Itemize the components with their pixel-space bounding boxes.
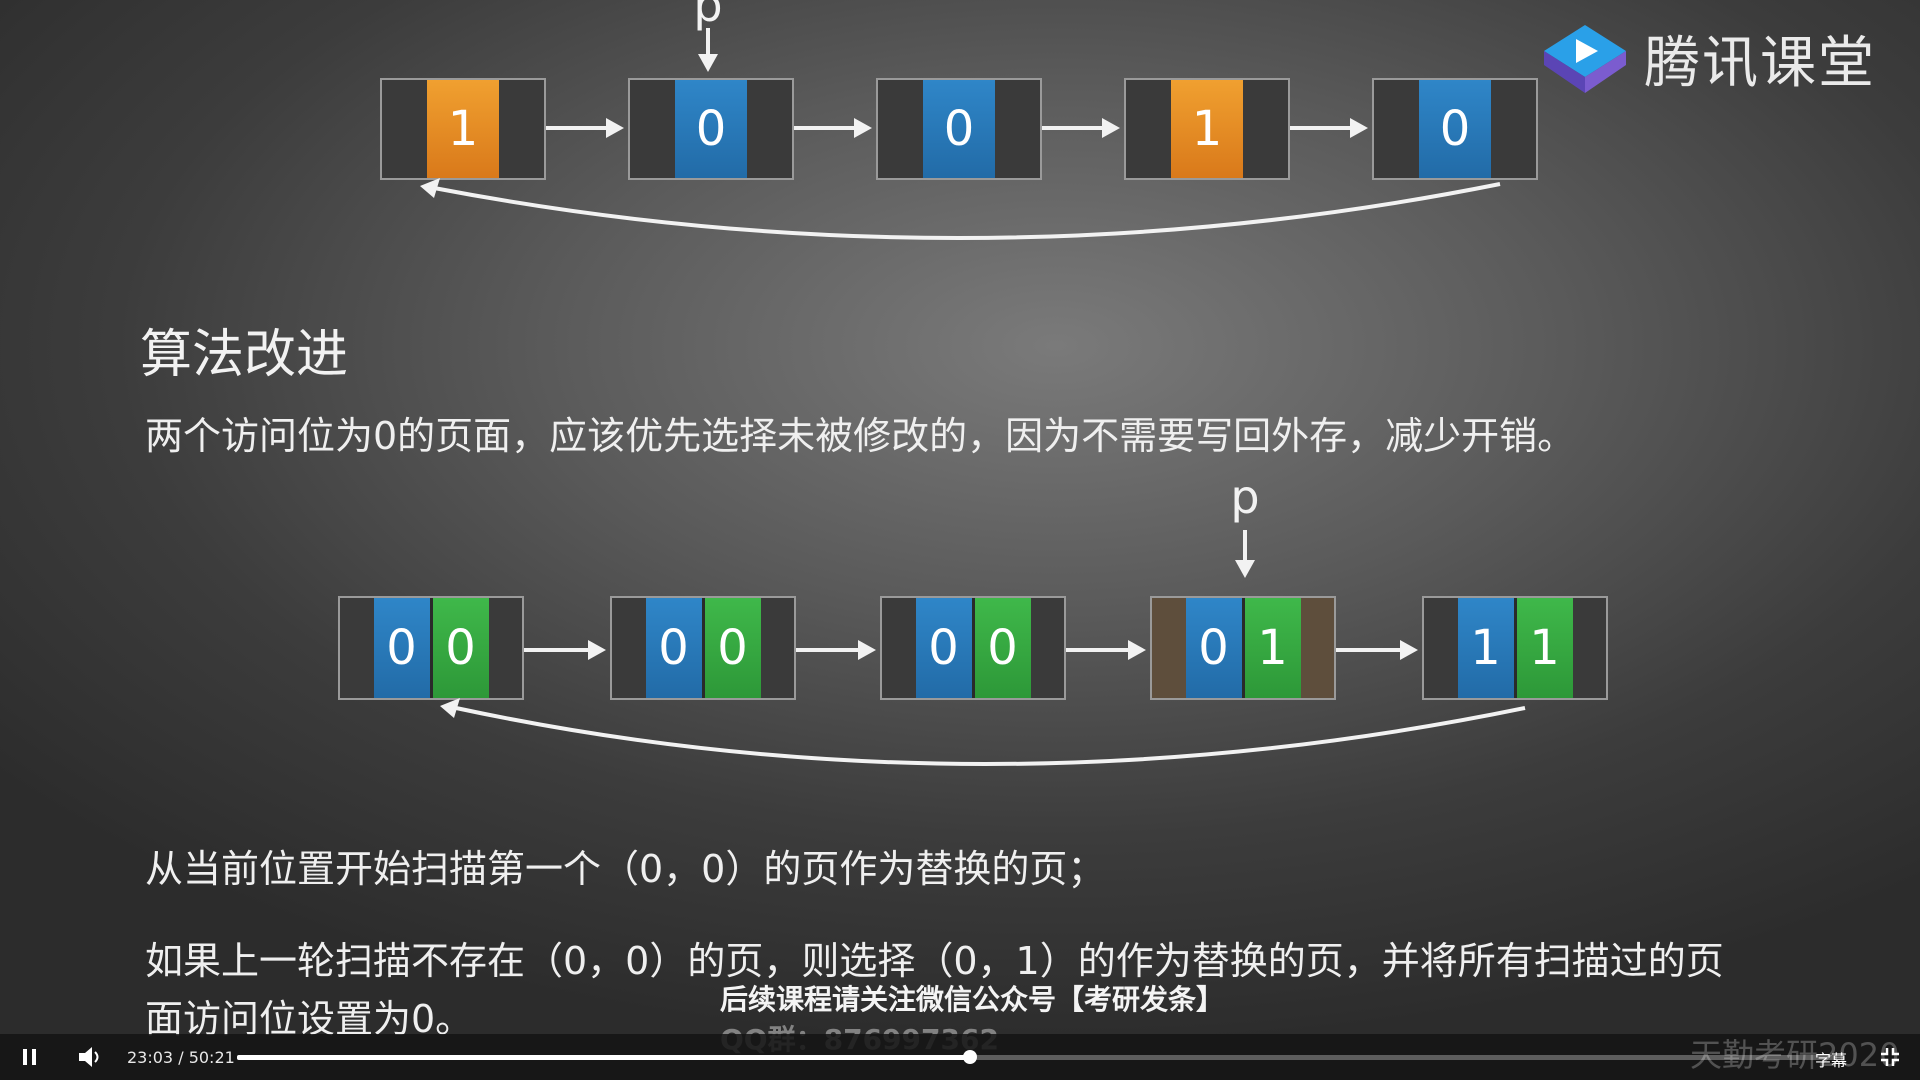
top-pointer-arrow bbox=[706, 28, 710, 58]
page-bit-cell: 1 bbox=[427, 80, 499, 178]
bottom-next-arrow-head bbox=[858, 640, 876, 660]
top-pointer-arrowhead bbox=[698, 54, 718, 72]
top-next-arrow-head bbox=[606, 118, 624, 138]
top-list-node: 0 bbox=[1372, 78, 1538, 180]
top-list-node: 1 bbox=[380, 78, 546, 180]
page-bit-cell: 1 bbox=[1171, 80, 1243, 178]
page-bit-cell: 0 bbox=[1185, 598, 1242, 698]
time-separator: / bbox=[178, 1048, 184, 1067]
bottom-next-arrow-head bbox=[1400, 640, 1418, 660]
top-pointer-label: p bbox=[693, 0, 723, 32]
page-bit-cell: 1 bbox=[1241, 598, 1301, 698]
page-bit-cell: 0 bbox=[373, 598, 430, 698]
bottom-pointer-arrowhead bbox=[1235, 560, 1255, 578]
description-line-3b: 面访问位设置为0。 bbox=[145, 997, 474, 1041]
bottom-next-arrow-head bbox=[1128, 640, 1146, 660]
page-bit-cell: 0 bbox=[1419, 80, 1491, 178]
page-bit-cell: 1 bbox=[1457, 598, 1514, 698]
top-back-link bbox=[433, 182, 1501, 241]
progress-handle[interactable] bbox=[962, 1050, 977, 1064]
bottom-pointer-arrow bbox=[1243, 530, 1247, 564]
bottom-back-link-head bbox=[440, 698, 460, 718]
page-bit-cell: 0 bbox=[923, 80, 995, 178]
page-bit-cell: 0 bbox=[675, 80, 747, 178]
page-bit-cell: 0 bbox=[915, 598, 972, 698]
description-line-2: 从当前位置开始扫描第一个（0，0）的页作为替换的页； bbox=[145, 847, 1106, 891]
page-bit-cell: 0 bbox=[971, 598, 1031, 698]
page-bit-cell: 0 bbox=[701, 598, 761, 698]
top-next-arrow-head bbox=[1102, 118, 1120, 138]
top-list-node: 1 bbox=[1124, 78, 1290, 180]
tencent-classroom-logo: 腾讯课堂 bbox=[1540, 18, 1876, 99]
duration: 50:21 bbox=[188, 1048, 235, 1067]
bottom-pointer-label: p bbox=[1230, 470, 1260, 524]
caption-button[interactable]: 字幕 bbox=[1815, 1051, 1848, 1070]
description-line-3a: 如果上一轮扫描不存在（0，0）的页，则选择（0，1）的作为替换的页，并将所有扫描… bbox=[145, 939, 1724, 983]
bottom-back-link bbox=[455, 706, 1526, 766]
watermark: 天勤考研2020 bbox=[1690, 1036, 1900, 1074]
subtitle-line-1: 后续课程请关注微信公众号【考研发条】 bbox=[720, 983, 1225, 1016]
progress-track[interactable] bbox=[237, 1055, 1837, 1060]
top-back-link-head bbox=[420, 178, 440, 198]
section-heading: 算法改进 bbox=[140, 325, 349, 385]
page-bit-cell: 0 bbox=[645, 598, 702, 698]
description-line-1: 两个访问位为0的页面，应该优先选择未被修改的，因为不需要写回外存，减少开销。 bbox=[145, 414, 1576, 458]
exit-fullscreen-icon[interactable] bbox=[1880, 1047, 1900, 1067]
top-next-arrow-head bbox=[1350, 118, 1368, 138]
volume-icon[interactable] bbox=[77, 1045, 103, 1069]
tencent-classroom-play-icon bbox=[1544, 24, 1626, 93]
pause-icon[interactable] bbox=[20, 1047, 40, 1067]
page-bit-cell: 0 bbox=[429, 598, 489, 698]
page-bit-cell: 1 bbox=[1513, 598, 1573, 698]
time-readout: 23:03 / 50:21 bbox=[127, 1048, 235, 1067]
current-time: 23:03 bbox=[127, 1048, 174, 1067]
top-list-node: 0 bbox=[628, 78, 794, 180]
top-next-arrow-head bbox=[854, 118, 872, 138]
progress-fill bbox=[237, 1055, 970, 1060]
logo-text: 腾讯课堂 bbox=[1644, 31, 1876, 96]
top-list-node: 0 bbox=[876, 78, 1042, 180]
bottom-next-arrow-head bbox=[588, 640, 606, 660]
